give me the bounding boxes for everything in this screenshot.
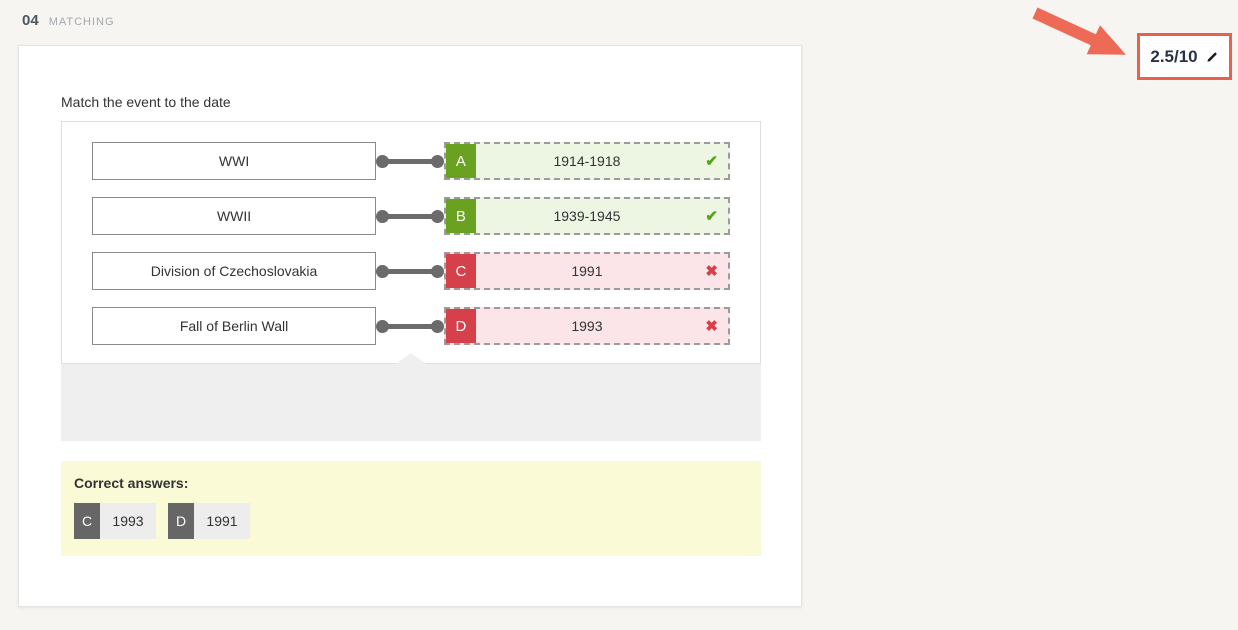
target-value: 1991: [571, 263, 603, 279]
question-prompt: Match the event to the date: [61, 94, 231, 110]
pencil-icon: [1205, 50, 1219, 64]
target-letter-badge: D: [445, 309, 476, 343]
target-letter-badge: C: [445, 254, 476, 288]
target-drop-zone[interactable]: D 1993 ✖: [443, 307, 730, 345]
tray-notch: [396, 353, 426, 364]
match-row: Fall of Berlin Wall D 1993 ✖: [92, 307, 730, 345]
target-value: 1993: [571, 318, 603, 334]
target-value: 1939-1945: [553, 208, 621, 224]
cross-icon: ✖: [705, 263, 718, 280]
score-badge[interactable]: 2.5/10: [1137, 33, 1232, 80]
question-type-label: MATCHING: [48, 16, 115, 28]
check-icon: ✔: [705, 153, 718, 170]
chip-value: 1993: [100, 503, 156, 539]
target-drop-zone[interactable]: A 1914-1918 ✔: [443, 142, 730, 180]
target-letter-badge: B: [445, 199, 476, 233]
matching-panel: WWI A 1914-1918 ✔ WWII B 1939-1945 ✔ Div…: [61, 121, 761, 364]
target-value: 1914-1918: [553, 153, 621, 169]
connector-line: [376, 264, 444, 278]
target-letter-badge: A: [445, 144, 476, 178]
correct-answers-box: Correct answers: C 1993 D 1991: [61, 461, 761, 556]
source-item[interactable]: WWI: [92, 142, 377, 180]
correct-answers-title: Correct answers:: [74, 475, 189, 491]
chip-letter: D: [168, 503, 194, 539]
answer-chip: C 1993: [74, 503, 156, 539]
source-item[interactable]: Division of Czechoslovakia: [92, 252, 377, 290]
source-item[interactable]: Fall of Berlin Wall: [92, 307, 377, 345]
match-row: WWI A 1914-1918 ✔: [92, 142, 730, 180]
match-row: Division of Czechoslovakia C 1991 ✖: [92, 252, 730, 290]
source-item[interactable]: WWII: [92, 197, 377, 235]
match-row: WWII B 1939-1945 ✔: [92, 197, 730, 235]
target-drop-zone[interactable]: C 1991 ✖: [443, 252, 730, 290]
target-drop-zone[interactable]: B 1939-1945 ✔: [443, 197, 730, 235]
cross-icon: ✖: [705, 318, 718, 335]
connector-line: [376, 209, 444, 223]
answer-chip: D 1991: [168, 503, 250, 539]
score-value: 2.5/10: [1150, 46, 1198, 66]
correct-answers-list: C 1993 D 1991: [74, 503, 748, 539]
question-card: Match the event to the date WWI A 1914-1…: [18, 45, 802, 607]
chip-letter: C: [74, 503, 100, 539]
chip-value: 1991: [194, 503, 250, 539]
check-icon: ✔: [705, 208, 718, 225]
drag-item-tray[interactable]: [61, 353, 761, 441]
connector-line: [376, 154, 444, 168]
question-number: 04: [22, 12, 39, 29]
connector-line: [376, 319, 444, 333]
question-header: 04 MATCHING: [22, 12, 115, 29]
annotation-arrow-icon: [1032, 7, 1126, 55]
